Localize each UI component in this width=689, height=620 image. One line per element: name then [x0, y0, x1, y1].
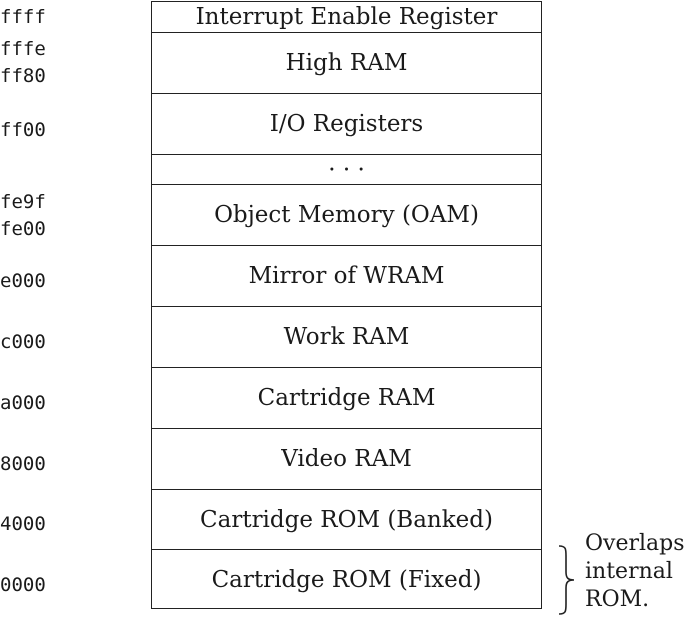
- address-label-fe00: fe00: [0, 218, 46, 240]
- region-io-registers: I/O Registers: [152, 94, 541, 155]
- region-high-ram: High RAM: [152, 33, 541, 94]
- address-label-ff80: ff80: [0, 65, 46, 87]
- address-label-4000: 4000: [0, 513, 46, 535]
- region-mirror-of-wram: Mirror of WRAM: [152, 246, 541, 307]
- region-cartridge-rom-banked: Cartridge ROM (Banked): [152, 490, 541, 550]
- region-interrupt-enable-register: Interrupt Enable Register: [152, 2, 541, 33]
- region-ellipsis: · · ·: [152, 155, 541, 185]
- region-video-ram: Video RAM: [152, 429, 541, 490]
- overlap-note: Overlaps internal ROM.: [585, 530, 685, 614]
- region-object-memory-oam: Object Memory (OAM): [152, 185, 541, 246]
- region-work-ram: Work RAM: [152, 307, 541, 368]
- address-label-a000: a000: [0, 392, 46, 414]
- address-label-e000: e000: [0, 270, 46, 292]
- overlap-note-line-2: internal: [585, 559, 673, 584]
- address-label-fffe: fffe: [0, 38, 46, 60]
- overlap-note-line-3: ROM.: [585, 587, 650, 612]
- region-cartridge-ram: Cartridge RAM: [152, 368, 541, 429]
- address-label-ff00: ff00: [0, 119, 46, 141]
- address-label-ffff: ffff: [0, 6, 46, 28]
- region-cartridge-rom-fixed: Cartridge ROM (Fixed): [211, 567, 482, 593]
- curly-brace-icon: [558, 545, 575, 615]
- overlap-note-line-1: Overlaps: [585, 531, 685, 556]
- memory-map: Interrupt Enable Register High RAM I/O R…: [151, 1, 542, 609]
- address-label-fe9f: fe9f: [0, 191, 46, 213]
- address-label-0000: 0000: [0, 574, 46, 596]
- address-label-c000: c000: [0, 331, 46, 353]
- address-label-8000: 8000: [0, 453, 46, 475]
